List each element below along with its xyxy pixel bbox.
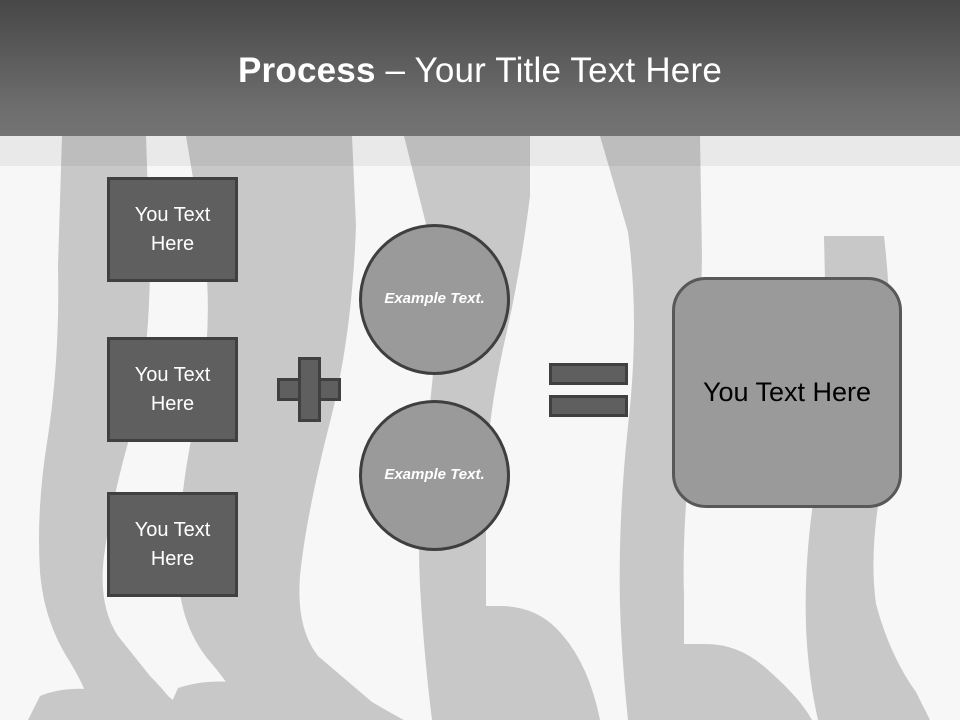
result-box[interactable]: You Text Here: [672, 277, 902, 508]
example-circle-2[interactable]: Example Text.: [359, 400, 510, 551]
input-box-3[interactable]: You Text Here: [107, 492, 238, 597]
plus-center-fill: [301, 381, 318, 398]
equals-bottom-bar: [549, 395, 628, 417]
page-title: Process – Your Title Text Here: [238, 50, 722, 91]
plus-icon: [277, 357, 341, 422]
slide-header: Process – Your Title Text Here: [0, 0, 960, 136]
title-strong: Process: [238, 50, 376, 90]
title-rest: – Your Title Text Here: [375, 50, 722, 90]
equals-icon: [549, 363, 628, 417]
equals-top-bar: [549, 363, 628, 385]
example-circle-1[interactable]: Example Text.: [359, 224, 510, 375]
input-box-2[interactable]: You Text Here: [107, 337, 238, 442]
input-box-1[interactable]: You Text Here: [107, 177, 238, 282]
